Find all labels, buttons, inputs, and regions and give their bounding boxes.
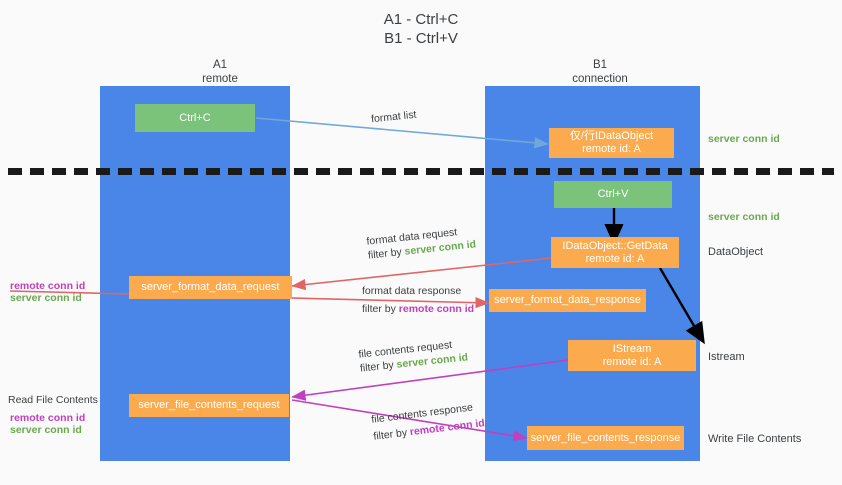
node-server-format-data-response[interactable]: server_format_data_response — [489, 289, 646, 312]
node-server-format-data-request[interactable]: server_format_data_request — [129, 276, 292, 299]
edge-label-format-data-response: format data response filter by remote co… — [362, 284, 474, 316]
node-istream-line2: remote id: A — [602, 355, 662, 368]
page-title: A1 - Ctrl+C B1 - Ctrl+V — [0, 10, 842, 48]
lane-header-b1: B1 connection — [510, 58, 690, 86]
side-label-remote-conn-id-2: remote conn id — [10, 412, 86, 424]
node-server-file-contents-response[interactable]: server_file_contents_response — [527, 426, 684, 450]
side-label-server-conn-id-2: server conn id — [708, 211, 780, 223]
title-line-1: A1 - Ctrl+C — [383, 11, 459, 28]
node-server-format-data-request-label: server_format_data_request — [141, 281, 280, 293]
lane-b1-sub: connection — [572, 73, 628, 85]
node-ctrl-v-label: Ctrl+V — [597, 188, 629, 200]
node-server-file-contents-response-label: server_file_contents_response — [530, 431, 681, 444]
node-idataobject-remote-line2: remote id: A — [582, 143, 641, 155]
edge-label-file-contents-request: file contents request filter by server c… — [358, 336, 469, 375]
side-label-remote-conn-id-1: remote conn id — [10, 280, 86, 292]
node-ctrl-c-label: Ctrl+C — [179, 111, 211, 124]
side-label-server-conn-id-1: server conn id — [708, 133, 780, 145]
edge-label-format-data-response-line1: format data response — [362, 285, 462, 297]
node-ctrl-v[interactable]: Ctrl+V — [554, 181, 672, 208]
node-server-file-contents-request-label: server_file_contents_request — [138, 399, 280, 411]
lane-b1-name: B1 — [592, 59, 608, 71]
filter-prefix: filter by — [359, 358, 398, 375]
edge-label-file-contents-response: file contents response filter by remote … — [371, 399, 486, 443]
node-ctrl-c[interactable]: Ctrl+C — [135, 104, 255, 132]
node-server-file-contents-request[interactable]: server_file_contents_request — [129, 394, 289, 417]
side-label-server-conn-id-left-2: server conn id — [10, 424, 82, 436]
filter-value-remote-conn-id: remote conn id — [398, 303, 475, 315]
node-idataobject-getdata-line2: remote id: A — [585, 252, 645, 265]
node-server-format-data-response-label: server_format_data_response — [494, 294, 641, 306]
side-label-write-file-contents: Write File Contents — [708, 433, 802, 445]
node-istream-line1: IStream — [612, 342, 652, 355]
filter-prefix: filter by — [362, 303, 399, 315]
side-label-server-conn-id-left-1: server conn id — [10, 292, 82, 304]
node-idataobject-remote-line1: 仅/行IDataObject — [569, 130, 654, 142]
node-idataobject-remote[interactable]: 仅/行IDataObject remote id: A — [549, 128, 674, 158]
lane-header-a1: A1 remote — [130, 58, 310, 86]
edge-label-format-list: format list — [370, 108, 417, 127]
edge-label-format-data-request: format data request filter by server con… — [366, 223, 477, 262]
side-label-read-file-contents: Read File Contents — [8, 394, 98, 406]
node-istream[interactable]: IStream remote id: A — [568, 340, 696, 371]
edge-label-format-data-response-filter: filter by remote conn id — [362, 302, 474, 316]
filter-prefix: filter by — [367, 245, 406, 262]
side-label-istream: Istream — [708, 351, 745, 363]
node-idataobject-getdata[interactable]: IDataObject::GetData remote id: A — [551, 237, 679, 268]
lane-a1-sub: remote — [202, 73, 238, 85]
edge-label-format-list-text: format list — [370, 108, 418, 126]
side-label-dataobject: DataObject — [708, 246, 764, 258]
lane-a1-name: A1 — [212, 59, 228, 71]
title-line-2: B1 - Ctrl+V — [384, 30, 458, 47]
node-idataobject-getdata-line1: IDataObject::GetData — [562, 239, 668, 252]
filter-prefix: filter by — [372, 426, 411, 443]
phase-divider — [8, 168, 834, 175]
